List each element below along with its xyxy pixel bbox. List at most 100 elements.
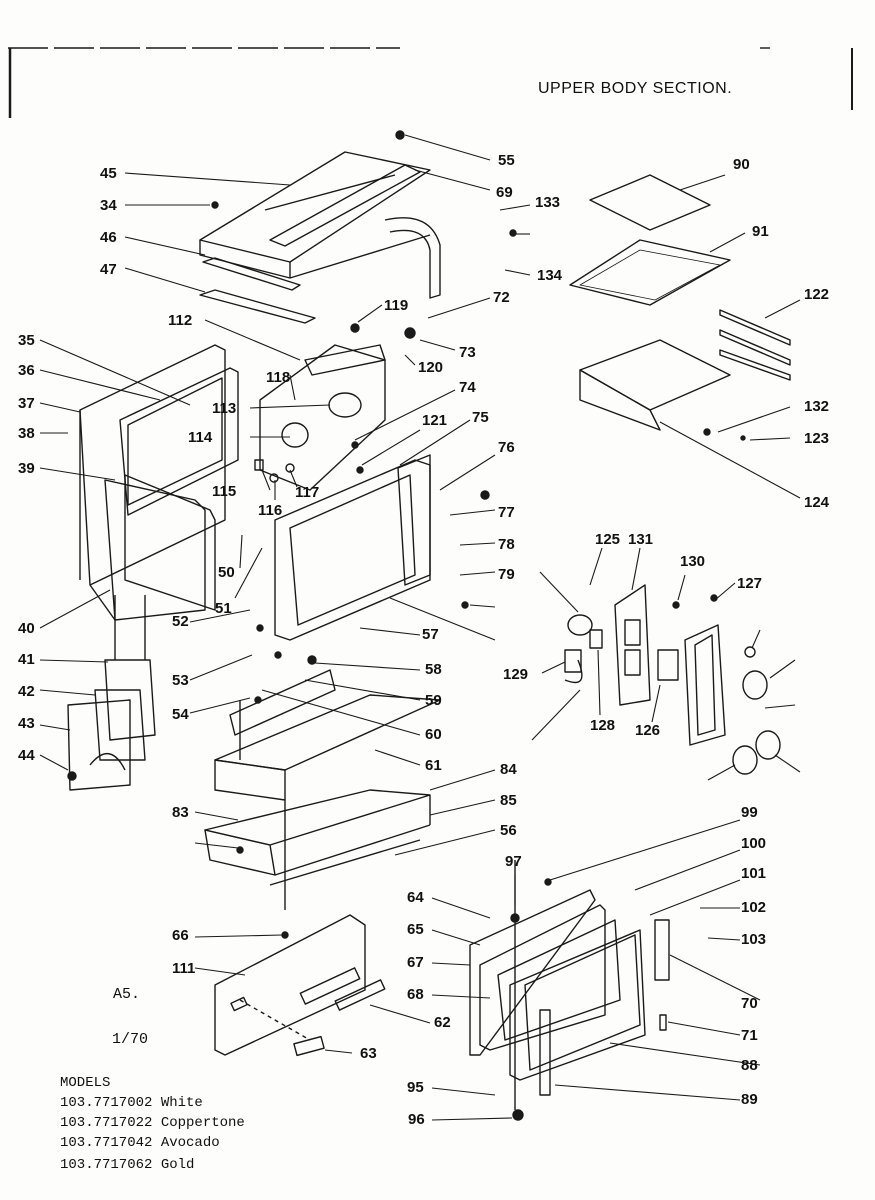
callout-label: 76 (498, 439, 515, 456)
models-heading: MODELS (60, 1075, 111, 1091)
callout-label: 53 (172, 672, 189, 689)
callout-label: 73 (459, 344, 476, 361)
model-item: 103.7717062 Gold (60, 1157, 195, 1173)
model-item: 103.7717022 Coppertone (60, 1115, 245, 1131)
callout-label: 124 (804, 494, 830, 511)
callout-label: 126 (635, 722, 661, 739)
callout-label: 35 (18, 332, 35, 349)
callout-label: 128 (590, 717, 616, 734)
callout-label: 111 (172, 960, 196, 977)
callout-label: 65 (407, 921, 424, 938)
callout-label: 62 (434, 1014, 451, 1031)
callout-label: 74 (459, 379, 476, 396)
part-oven-bottom (204, 669, 441, 910)
callout-label: 95 (407, 1079, 424, 1096)
callout-label: 99 (741, 804, 758, 821)
callout-label: 117 (295, 484, 320, 501)
callout-label: 67 (407, 954, 424, 971)
callout-label: 75 (472, 409, 489, 426)
callout-label: 57 (422, 626, 439, 643)
callout-label: 61 (425, 757, 442, 774)
part-bottom-brackets (67, 595, 156, 791)
callout-label: 121 (422, 412, 448, 429)
callout-label: 83 (172, 804, 189, 821)
part-drawer-front (214, 914, 386, 1057)
callout-label: 101 (741, 865, 767, 882)
callout-label: 68 (407, 986, 424, 1003)
callout-label: 103 (741, 931, 767, 948)
part-oven-door (469, 860, 670, 1110)
part-rear-panel (254, 344, 386, 491)
callout-label: 85 (500, 792, 517, 809)
model-item: 103.7717002 White (60, 1095, 203, 1111)
callout-label: 84 (500, 761, 517, 778)
callout-label: 59 (425, 692, 442, 709)
callout-label: 134 (537, 267, 563, 284)
callout-label: 63 (360, 1045, 377, 1062)
callout-label: 125 (595, 531, 621, 548)
callout-label: 42 (18, 683, 35, 700)
section-title: UPPER BODY SECTION. (538, 80, 733, 97)
callout-label: 89 (741, 1091, 758, 1108)
part-racks (569, 174, 791, 431)
part-top-cover (199, 151, 441, 324)
callout-label: 77 (498, 504, 515, 521)
date-code: 1/70 (112, 1031, 149, 1048)
callout-label: 130 (680, 553, 706, 570)
callout-label: 60 (425, 726, 442, 743)
reference-code: A5. (113, 986, 141, 1003)
callout-label: 119 (384, 297, 409, 314)
callout-label: 133 (535, 194, 561, 211)
callout-label: 69 (496, 184, 513, 201)
callout-label: 100 (741, 835, 767, 852)
callout-label: 91 (752, 223, 769, 240)
callout-label: 50 (218, 564, 235, 581)
callout-label: 116 (258, 502, 283, 519)
callout-label: 44 (18, 747, 35, 764)
model-item: 103.7717042 Avocado (60, 1135, 220, 1151)
page-border (8, 47, 853, 118)
callout-label: 120 (418, 359, 444, 376)
callout-label: 34 (100, 197, 117, 214)
callout-label: 52 (172, 613, 189, 630)
callout-label: 112 (168, 312, 193, 329)
callout-label: 72 (493, 289, 510, 306)
callout-label: 39 (18, 460, 35, 477)
callout-label: 41 (18, 651, 35, 668)
callout-label: 131 (628, 531, 654, 548)
callout-label: 114 (188, 429, 213, 446)
callout-label: 54 (172, 706, 189, 723)
callout-label: 97 (505, 853, 522, 870)
leader-lines (39, 134, 801, 1121)
callout-label: 102 (741, 899, 767, 916)
callout-label: 127 (737, 575, 763, 592)
callout-label: 123 (804, 430, 830, 447)
callout-label: 37 (18, 395, 35, 412)
callout-label: 88 (741, 1057, 758, 1074)
callout-label: 55 (498, 152, 515, 169)
callout-label: 56 (500, 822, 517, 839)
part-side-panels (79, 344, 239, 621)
callout-label: 113 (212, 400, 237, 417)
callout-label: 47 (100, 261, 117, 278)
callout-label: 45 (100, 165, 117, 182)
callout-label: 79 (498, 566, 515, 583)
part-oven-front-frame (274, 454, 431, 641)
callout-label: 78 (498, 536, 515, 553)
callout-label: 64 (407, 889, 424, 906)
callout-label: 132 (804, 398, 830, 415)
callout-label: 71 (741, 1027, 758, 1044)
callout-label: 36 (18, 362, 35, 379)
part-fasteners (67, 130, 746, 1121)
callout-label: 40 (18, 620, 35, 637)
callout-label: 115 (212, 483, 237, 500)
callout-label: 66 (172, 927, 189, 944)
callout-label: 38 (18, 425, 35, 442)
callout-label: 90 (733, 156, 750, 173)
callout-label: 96 (408, 1111, 425, 1128)
part-control-panel (564, 584, 781, 775)
callout-label: 43 (18, 715, 35, 732)
callout-label: 70 (741, 995, 758, 1012)
